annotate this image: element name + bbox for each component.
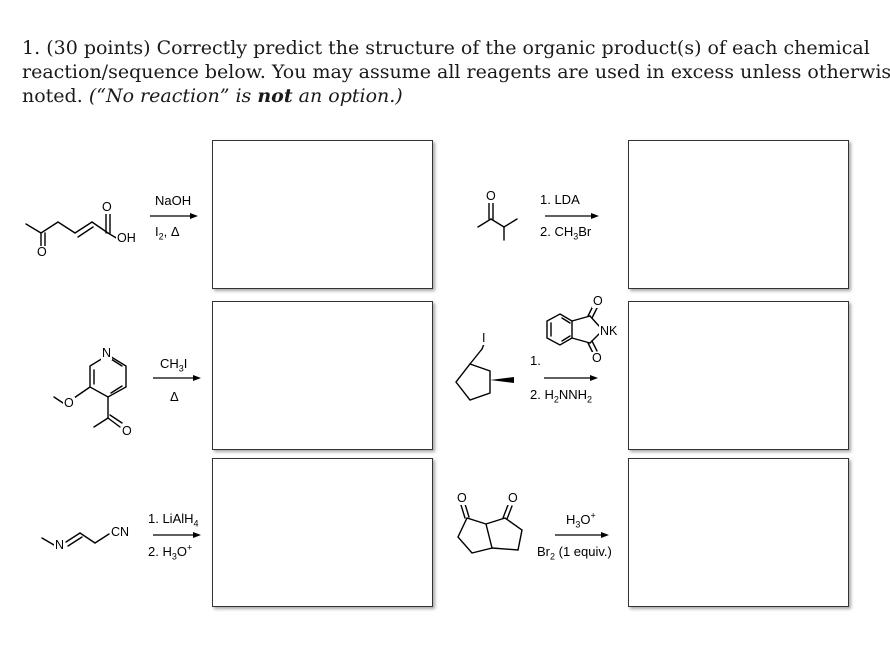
r3-atom-n: N [101, 346, 113, 360]
r5-atom-n: N [54, 538, 66, 552]
answer-box-5[interactable] [212, 458, 433, 607]
answer-box-3[interactable] [212, 301, 433, 450]
question-line-2: reaction/sequence below. You may assume … [22, 61, 890, 83]
r6-reagent-below: Br2 (1 equiv.) [537, 544, 612, 562]
answer-box-6[interactable] [628, 458, 849, 607]
r1-arrow [150, 213, 198, 219]
r4-atom-i: I [481, 331, 487, 345]
r5-atom-cn: CN [110, 525, 131, 539]
question-number: 1. [22, 37, 41, 59]
r2-reagent-1: 1. LDA [540, 192, 580, 207]
r5-reagent-1: 1. LiAlH4 [148, 511, 199, 529]
question-line-3: noted. (“No reaction” is not an option.) [22, 85, 403, 107]
r6-arrow [555, 532, 609, 538]
r4-atom-o-bottom: O [591, 351, 603, 365]
r3-atom-o-ether: O [63, 396, 75, 410]
r6-atom-o-left: O [456, 491, 468, 505]
r3-atom-o-ketone: O [121, 424, 133, 438]
r3-arrow [153, 375, 201, 381]
no-reaction-note: (“No reaction” is not an option.) [88, 85, 403, 107]
r1-atom-oh: OH [116, 231, 137, 245]
r5-arrow [153, 532, 201, 538]
question-line-1: 1. (30 points) Correctly predict the str… [22, 37, 870, 59]
r4-reagent-1: 1. [530, 353, 541, 368]
r4-arrow [544, 375, 598, 381]
r3-reagent-above: CH3I [160, 356, 188, 374]
question-points: (30 points) [46, 37, 151, 59]
r6-atom-o-right: O [507, 491, 519, 505]
r1-atom-o-acid: O [101, 200, 113, 214]
r2-arrow [545, 213, 599, 219]
answer-box-4[interactable] [628, 301, 849, 450]
r4-atom-nk: NK [599, 324, 619, 338]
r4-atom-o-top: O [592, 294, 604, 308]
r1-atom-o-ketone: O [36, 245, 48, 259]
answer-box-2[interactable] [628, 140, 849, 289]
r2-atom-o: O [485, 189, 497, 203]
answer-box-1[interactable] [212, 140, 433, 289]
r2-reagent-2: 2. CH3Br [540, 224, 592, 242]
r1-reagent-below: I2, Δ [155, 224, 180, 242]
r3-reagent-below: Δ [170, 389, 179, 404]
r6-reagent-above: H3O+ [566, 510, 596, 530]
r4-reagent-2: 2. H2NNH2 [530, 387, 593, 405]
r5-reagent-2: 2. H3O+ [148, 542, 193, 562]
r1-reagent-above: NaOH [155, 193, 192, 208]
question-text: 1. (30 points) Correctly predict the str… [22, 36, 890, 108]
